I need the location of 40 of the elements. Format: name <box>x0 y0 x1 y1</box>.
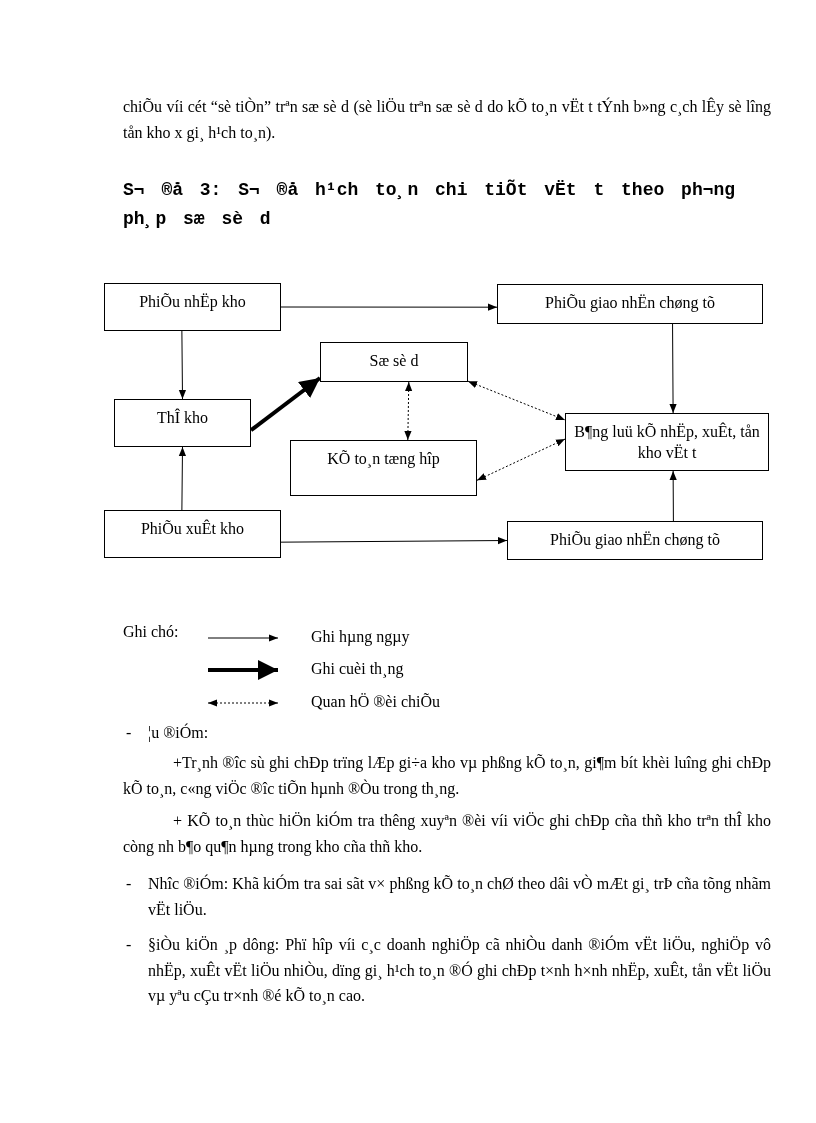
process-box <box>290 440 477 496</box>
box-label: Sæ sè d <box>369 351 419 371</box>
paragraph: chiÕu víi cét “sè tiÒn” trªn sæ sè d (sè liÖu trªn sæ sè d do kÕ to¸n vËt t tÝnh b»ng c¸ch lÊy sè lîng tån kho x gi¸ h¹ch to¸n). <box>123 96 771 144</box>
arrow <box>280 536 508 545</box>
arrow <box>669 470 677 522</box>
box-label: PhiÕu giao nhËn chøng tõ <box>545 293 715 314</box>
box-label: ThÎ kho <box>156 408 209 428</box>
box-label: PhiÕu giao nhËn chøng tõ <box>550 530 720 551</box>
list-item: ¦u ®iÓm: <box>148 722 210 744</box>
process-box <box>320 342 468 382</box>
legend-label: Ghi cuèi th¸ng <box>311 660 404 678</box>
paragraph: + KÕ to¸n thùc hiÖn kiÓm tra thêng xuyªn ®èi víi viÖc ghi chÐp cña thñ kho trªn thÎ kho còng nh b¶o qu¶n hµng trong kho cña thñ kho. <box>123 810 771 858</box>
arrow <box>467 380 566 421</box>
arrow <box>249 376 322 432</box>
bullet-mark: - <box>126 874 133 894</box>
legend-heading: Ghi chó: <box>123 622 180 642</box>
arrow <box>178 446 186 511</box>
process-box <box>114 399 251 447</box>
box-label: B¶ng luü kÕ nhËp, xuÊt, tån kho vËt t <box>573 422 761 463</box>
list-item: Nhîc ®iÓm: Khã kiÓm tra sai sãt v× phßng kÕ to¸n chØ theo dâi vÒ mÆt gi¸ trÞ cña tõng nhãm vËt liÖu. <box>148 873 771 920</box>
arrow <box>404 381 413 441</box>
process-box <box>104 510 281 558</box>
process-box <box>565 413 769 471</box>
process-box <box>507 521 763 560</box>
arrow <box>280 303 498 311</box>
legend-label: Quan hÖ ®èi chiÕu <box>311 693 440 711</box>
box-label: KÕ to¸n tæng hîp <box>327 449 440 470</box>
list-item: §iÒu kiÖn ¸p dông: Phï hîp víi c¸c doanh nghiÖp cã nhiÒu danh ®iÓm vËt liÖu, nghiÖp vô nhËp, xuÊt vËt liÖu nhiÒu, dïng gi¸ h¹ch to¸n ®Ó ghi chÐp t×nh h×nh nhËp, xuÊt, tån vËt liÖu vµ yªu cÇu tr×nh ®é kÕ to¸n cao. <box>148 934 771 1007</box>
box-label: PhiÕu xuÊt kho <box>140 519 245 539</box>
box-label: PhiÕu nhËp kho <box>139 292 246 313</box>
paragraph: +Tr¸nh ®îc sù ghi chÐp trïng lÆp gi÷a kho vµ phßng kÕ to¸n, gi¶m bít khèi luîng ghi chÐp kÕ to¸n, c«ng viÖc ®îc tiÕn hµnh ®Òu trong th¸ng. <box>123 753 771 800</box>
process-box <box>104 283 281 331</box>
bullet-mark: - <box>126 723 133 743</box>
arrow <box>476 438 566 481</box>
legend-label: Ghi hµng ngµy <box>311 628 410 646</box>
arrow <box>669 323 677 414</box>
process-box <box>497 284 763 324</box>
diagram-title: S¬ ®å 3: S¬ ®å h¹ch to¸n chi tiÕt vËt t theo ph¬ng ph¸p sæ sè d <box>123 178 737 231</box>
bullet-mark: - <box>126 935 133 955</box>
arrow <box>178 330 186 400</box>
